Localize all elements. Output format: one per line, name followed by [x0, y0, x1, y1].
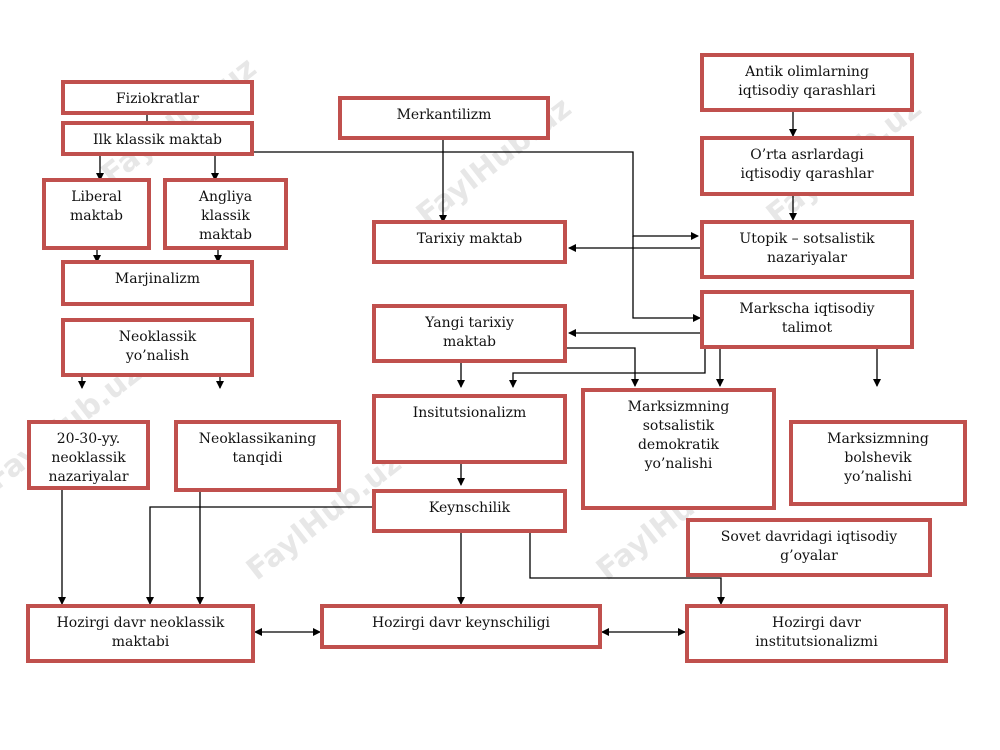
node-merkantilizm: Merkantilizm — [338, 96, 550, 140]
node-keynschilik: Keynschilik — [372, 489, 567, 533]
node-institutsionalizm: Insitutsionalizm — [372, 394, 567, 464]
node-neoklassik-2030: 20-30-yy. neoklassik nazariyalar — [27, 420, 150, 490]
node-hozirgi-inst: Hozirgi davr institutsionalizmi — [685, 604, 948, 663]
node-liberal: Liberal maktab — [42, 178, 151, 250]
line-yangi-sotsdem — [566, 347, 639, 387]
node-neoklassik-tanqid: Neoklassikaning tanqidi — [174, 420, 341, 492]
node-yangi-tarixiy: Yangi tarixiy maktab — [372, 304, 567, 363]
line-keyns-hozirgi-neo — [146, 506, 375, 605]
node-fiziokratlar: Fiziokratlar — [61, 80, 254, 115]
node-sovet: Sovet davridagi iqtisodiy g’oyalar — [686, 518, 932, 577]
node-markscha: Markscha iqtisodiy talimot — [700, 290, 914, 349]
node-hozirgi-neoklassik: Hozirgi davr neoklassik maktabi — [26, 604, 255, 663]
node-marjinalizm: Marjinalizm — [61, 260, 254, 306]
node-utopik: Utopik – sotsalistik nazariyalar — [700, 220, 914, 279]
node-angliya: Angliya klassik maktab — [163, 178, 288, 250]
node-ilk-klassik: Ilk klassik maktab — [61, 121, 254, 156]
line-ilk-markscha — [632, 236, 701, 322]
node-neoklassik: Neoklassik yo’nalish — [61, 318, 254, 377]
node-bolshevik: Marksizmning bolshevik yo’nalishi — [789, 420, 967, 506]
node-tarixiy: Tarixiy maktab — [372, 220, 567, 264]
node-antik: Antik olimlarning iqtisodiy qarashlari — [700, 53, 914, 112]
line-markscha-inst — [509, 348, 706, 388]
node-orta-asr: O’rta asrlardagi iqtisodiy qarashlar — [700, 136, 914, 196]
line-keyns-hozirgi-inst — [529, 530, 725, 605]
node-sotsial-demokratik: Marksizmning sotsalistik demokratik yo’n… — [581, 388, 776, 510]
node-hozirgi-keyns: Hozirgi davr keynschiligi — [320, 604, 602, 649]
